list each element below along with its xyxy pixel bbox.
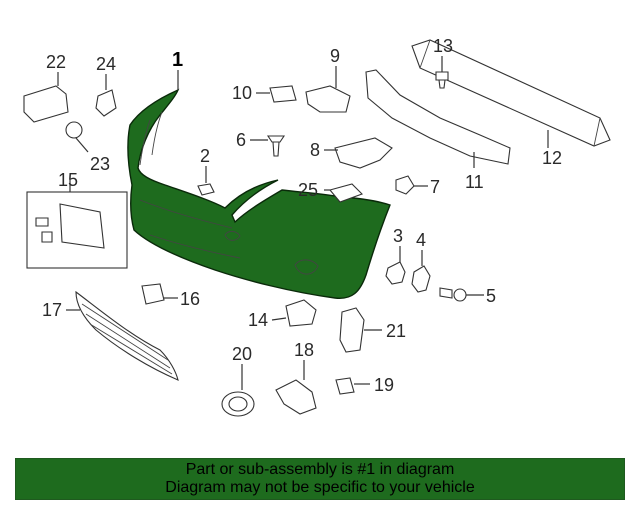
callout-21[interactable]: 21 [386,321,406,341]
callout-25[interactable]: 25 [298,180,318,200]
callout-20[interactable]: 20 [232,344,252,364]
grille-part-17[interactable] [75,290,179,381]
leader-lines [57,56,549,390]
callout-18[interactable]: 18 [294,340,314,360]
callout-7[interactable]: 7 [430,177,440,197]
callout-2[interactable]: 2 [200,146,210,166]
banner-line-2: Diagram may not be specific to your vehi… [165,479,475,496]
ring-part-23[interactable] [65,121,83,139]
info-banner: Part or sub-assembly is #1 in diagram Di… [15,458,625,500]
callout-15[interactable]: 15 [58,170,78,190]
callout-11[interactable]: 11 [465,172,484,192]
bumper-cover-detail [139,111,319,275]
clip-part-2[interactable] [197,183,215,196]
parts-diagram: 1 2 3 4 5 6 7 8 9 10 11 12 13 14 15 16 1… [23,36,611,417]
callout-13[interactable]: 13 [433,36,453,56]
bracket-part-3[interactable] [385,261,406,285]
fog-lamp-bezel-part-20[interactable] [221,391,255,417]
cover-part-25[interactable] [329,183,363,203]
banner-line-1: Part or sub-assembly is #1 in diagram [185,461,455,478]
energy-absorber-part-11[interactable] [365,69,511,165]
callout-24[interactable]: 24 [96,54,116,74]
callout-6[interactable]: 6 [236,130,246,150]
callout-22[interactable]: 22 [46,52,66,72]
callout-8[interactable]: 8 [310,140,320,160]
reinforcement-beam-part-12[interactable] [411,39,611,147]
socket-part-19[interactable] [335,377,355,395]
callout-3[interactable]: 3 [393,226,403,246]
callout-10[interactable]: 10 [232,83,252,103]
sensor-part-22[interactable] [23,85,69,123]
callout-17[interactable]: 17 [42,300,62,320]
callout-19[interactable]: 19 [374,375,394,395]
callout-16[interactable]: 16 [180,289,200,309]
callout-14[interactable]: 14 [248,310,268,330]
callout-1[interactable]: 1 [172,49,183,71]
bracket-part-18[interactable] [275,379,317,415]
bracket-part-4[interactable] [411,265,431,293]
grommet-part-5[interactable] [439,287,467,302]
bracket-part-14[interactable] [285,299,317,327]
callout-5[interactable]: 5 [486,286,496,306]
callout-12[interactable]: 12 [542,148,562,168]
license-bracket-part-15[interactable] [26,191,128,269]
bolt-part-13[interactable] [435,71,449,89]
bracket-part-10[interactable] [269,85,297,103]
callout-23[interactable]: 23 [90,154,110,174]
callout-9[interactable]: 9 [330,46,340,66]
retainer-part-24[interactable] [95,89,117,117]
clip-part-7[interactable] [395,175,415,195]
cover-part-16[interactable] [141,283,165,305]
push-pin-part-6[interactable] [266,135,286,157]
side-bracket-part-8[interactable] [334,137,393,169]
callout-labels: 1 2 3 4 5 6 7 8 9 10 11 12 13 14 15 16 1… [42,36,562,395]
bracket-part-9[interactable] [305,85,351,113]
callout-4[interactable]: 4 [416,230,426,250]
bracket-part-21[interactable] [339,307,365,353]
